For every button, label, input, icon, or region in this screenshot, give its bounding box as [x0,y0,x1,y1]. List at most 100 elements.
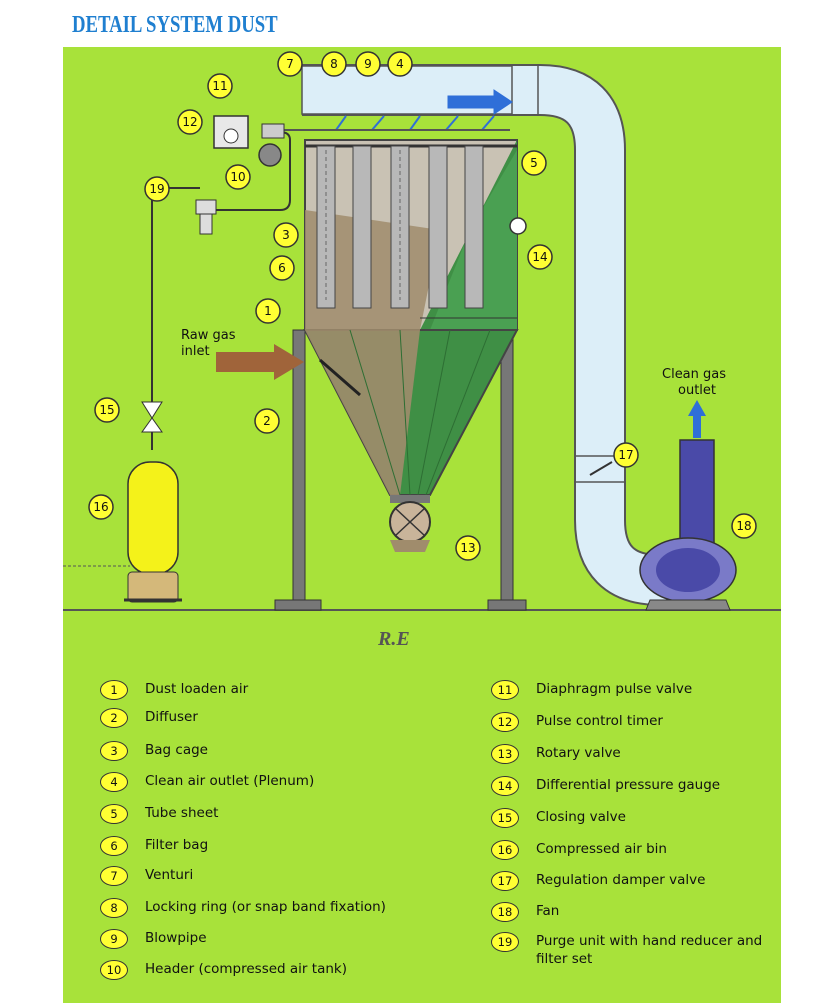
callout-12: 12 [177,109,203,135]
legend-label: Tube sheet [145,805,219,821]
callout-circle [269,255,295,281]
callout-circle [355,51,381,77]
legend-number: 15 [491,808,519,828]
callout-number: 19 [149,182,164,196]
callout-number: 13 [460,541,475,555]
callout-number: 12 [182,115,197,129]
legend-label: Bag cage [145,742,208,758]
callout-4: 4 [387,51,413,77]
header-tank [258,123,285,167]
legend-number: 19 [491,932,519,952]
callout-number: 5 [530,156,538,170]
callout-8: 8 [321,51,347,77]
legend-number: 10 [100,960,128,980]
legend-number: 7 [100,866,128,886]
legend-label: Differential pressure gauge [536,777,721,793]
callout-number: 4 [396,57,404,71]
callout-circle [277,51,303,77]
callout-circle [88,494,114,520]
pulse-timer [213,115,249,149]
clean-gas-label-line1: Clean gas [662,367,726,382]
legend-item-14: 14 Differential pressure gauge [491,776,720,796]
legend-label: Diffuser [145,709,198,725]
legend-item-7: 7 Venturi [100,866,193,886]
signature: R.E [378,628,410,650]
callout-number: 3 [282,228,290,242]
callout-number: 17 [618,448,633,462]
callout-number: 11 [212,79,227,93]
callout-number: 14 [532,250,547,264]
raw-gas-label-line2: inlet [181,344,210,359]
legend-number: 8 [100,898,128,918]
clean-gas-label-line2: outlet [678,383,716,398]
callout-9: 9 [355,51,381,77]
legend-label: Regulation damper valve [536,872,706,888]
callout-circle [387,51,413,77]
callout-14: 14 [527,244,553,270]
legend-label: Blowpipe [145,930,207,946]
callout-circle [177,109,203,135]
callout-circle [254,408,280,434]
callout-number: 8 [330,57,338,71]
legend-number: 14 [491,776,519,796]
diagram-title: DETAIL SYSTEM DUST [72,12,278,38]
callout-number: 18 [736,519,751,533]
support-legs [274,329,527,611]
pressure-gauge-icon [509,217,527,235]
rotary-valve [389,495,431,552]
callout-5: 5 [521,150,547,176]
filter-bags [316,145,484,309]
legend-label: Header (compressed air tank) [145,961,347,977]
legend-item-10: 10 Header (compressed air tank) [100,960,347,980]
callout-circle [613,442,639,468]
pulse-arrows [335,89,513,131]
legend-item-8: 8 Locking ring (or snap band fixation) [100,898,386,918]
callout-3: 3 [273,222,299,248]
callout-number: 6 [278,261,286,275]
fan [639,439,737,611]
callout-circle [455,535,481,561]
raw-gas-label-line1: Raw gas [181,328,236,343]
legend-item-15: 15 Closing valve [491,808,626,828]
filter-housing [303,139,519,496]
callout-16: 16 [88,494,114,520]
callout-circle [255,298,281,324]
legend-label: Locking ring (or snap band fixation) [145,899,386,915]
callout-circle [321,51,347,77]
callout-10: 10 [225,164,251,190]
legend-label: Dust loaden air [145,681,249,697]
legend-number: 1 [100,680,128,700]
legend-label: Fan [536,903,560,919]
legend-number: 11 [491,680,519,700]
legend-number: 16 [491,840,519,860]
raw-gas-inlet-arrow-icon [216,344,304,380]
legend-label: Closing valve [536,809,626,825]
legend-number: 4 [100,772,128,792]
callout-circle [731,513,757,539]
callout-15: 15 [94,397,120,423]
clean-gas-arrow-icon [688,400,706,438]
callout-number: 2 [263,414,271,428]
callout-7: 7 [277,51,303,77]
legend-number: 13 [491,744,519,764]
callout-19: 19 [144,176,170,202]
callout-circle [521,150,547,176]
legend-label: Venturi [145,867,194,883]
callout-11: 11 [207,73,233,99]
callout-circle [207,73,233,99]
legend-label: Filter bag [145,837,209,853]
legend-number: 5 [100,804,128,824]
callout-number: 15 [99,403,114,417]
legend-number: 12 [491,712,519,732]
legend-item-5: 5 Tube sheet [100,804,218,824]
